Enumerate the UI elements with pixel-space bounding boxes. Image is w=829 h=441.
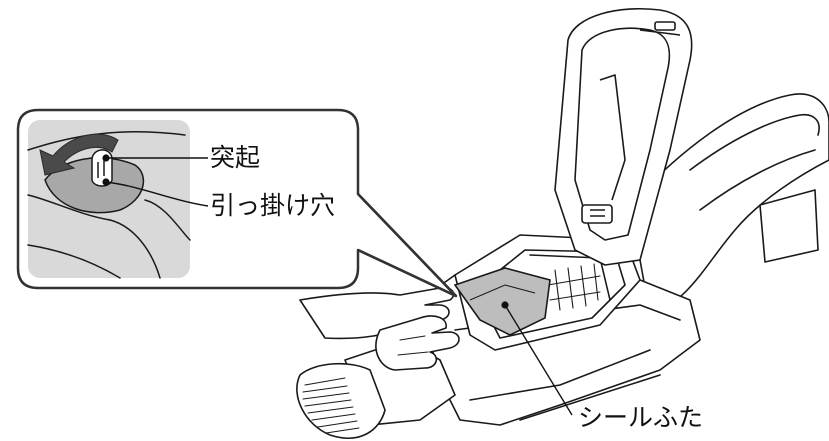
label-seal-lid: シールふた — [578, 403, 704, 432]
filter-ribs — [547, 263, 601, 311]
detail-callout — [16, 108, 458, 298]
leader-hook-hole-dot — [102, 178, 110, 186]
dust-box-lid — [554, 7, 693, 266]
leader-hook-hole — [105, 181, 209, 207]
callout-pointer-inner — [357, 193, 457, 298]
seal-lid-shape — [453, 267, 551, 336]
hand-front — [375, 315, 460, 371]
leader-seal-lid — [504, 304, 573, 416]
hands — [299, 286, 460, 371]
label-hook-hole: 引っ掛け穴 — [210, 191, 336, 220]
leader-seal-lid-dot — [501, 301, 509, 309]
label-protrusion: 突起 — [210, 143, 261, 172]
brush-bristles — [302, 377, 360, 434]
rotate-arrow-icon — [39, 133, 119, 176]
vacuum-handle — [629, 93, 829, 316]
callout-detail-drawing — [27, 130, 191, 279]
leader-protrusion-dot — [102, 154, 110, 162]
